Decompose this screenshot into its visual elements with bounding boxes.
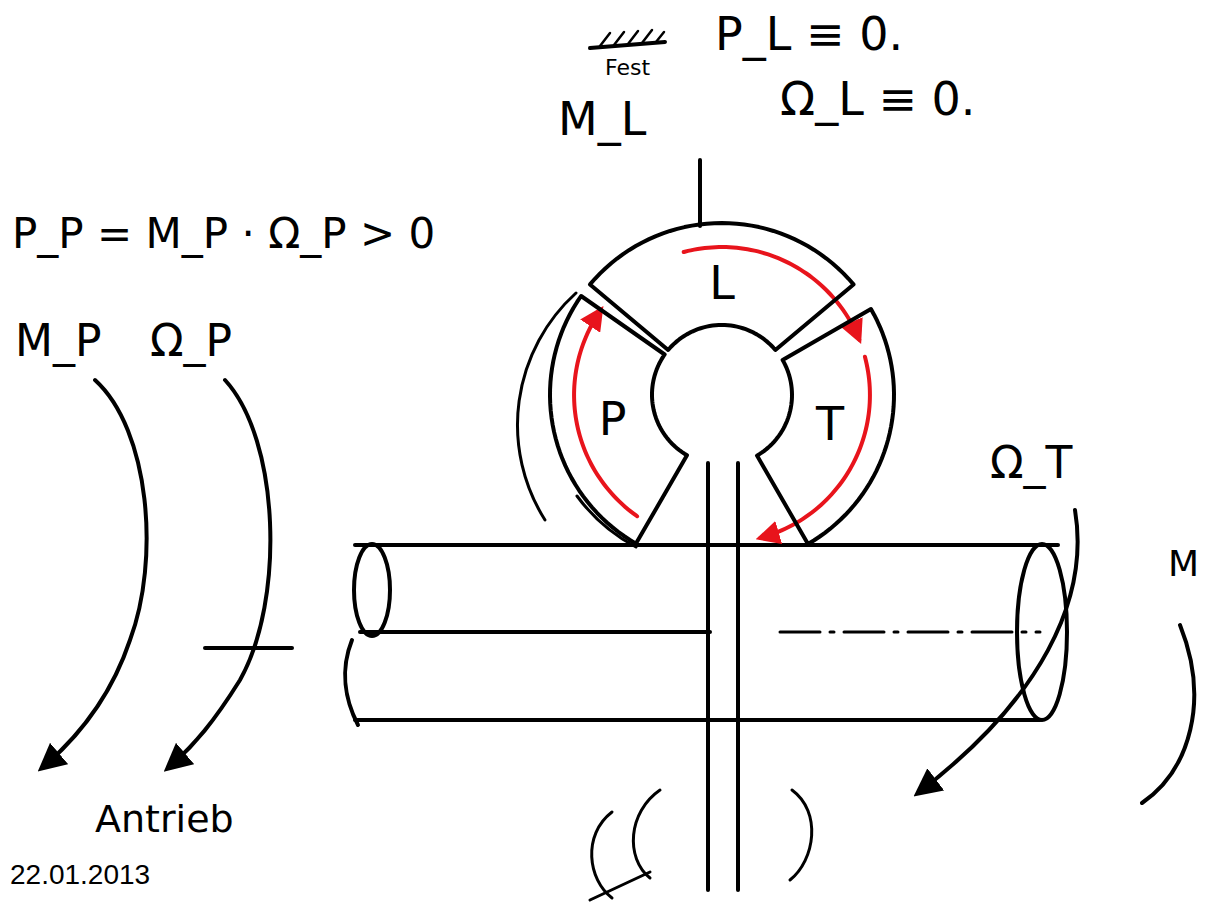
moment-label: M xyxy=(1168,545,1199,583)
flow-arrow xyxy=(760,357,870,538)
segment-outline xyxy=(757,309,894,544)
segment-letter: P xyxy=(599,396,627,442)
speed-label: Ω_P xyxy=(150,318,232,364)
flow-arrow xyxy=(574,310,637,516)
moment-arrow xyxy=(1142,625,1194,803)
power-equation: P_P = M_P · Ω_P > 0 xyxy=(12,212,435,256)
drive-label: Antrieb xyxy=(95,800,234,840)
segment-letter: T xyxy=(816,401,844,447)
speed-equation: Ω_L ≡ 0. xyxy=(780,75,975,123)
moment-label: M_L xyxy=(558,95,646,143)
shaft-end xyxy=(345,640,358,725)
speed-label: Ω_T xyxy=(990,440,1073,486)
speed-arrow xyxy=(168,380,270,768)
wheel-segment: L xyxy=(585,218,859,355)
moment-label: M_P xyxy=(15,318,102,364)
stem xyxy=(706,463,710,890)
segment-outline xyxy=(550,296,687,544)
flow-line xyxy=(633,790,660,878)
stator-support xyxy=(698,160,702,226)
stem xyxy=(736,463,740,890)
moment-arrow xyxy=(42,380,147,768)
power-equation: P_L ≡ 0. xyxy=(715,10,903,58)
shaft-edge xyxy=(355,718,1040,722)
pump-outline xyxy=(517,293,576,520)
segment-letter: L xyxy=(709,260,735,306)
wheel-segment: P xyxy=(545,291,692,549)
date-label: 22.01.2013 xyxy=(10,860,150,889)
center-line xyxy=(780,631,1040,634)
shaft-edge xyxy=(360,630,710,634)
wheel-segment: T xyxy=(752,304,899,549)
flow-line xyxy=(592,812,612,898)
arrow-tick xyxy=(205,646,292,650)
ground-hatch xyxy=(600,30,664,46)
flow-line xyxy=(590,872,650,900)
shaft-end xyxy=(354,544,390,636)
speed-arrow xyxy=(918,510,1078,793)
ground-note: Fest xyxy=(605,56,650,79)
flow-line xyxy=(790,790,812,880)
